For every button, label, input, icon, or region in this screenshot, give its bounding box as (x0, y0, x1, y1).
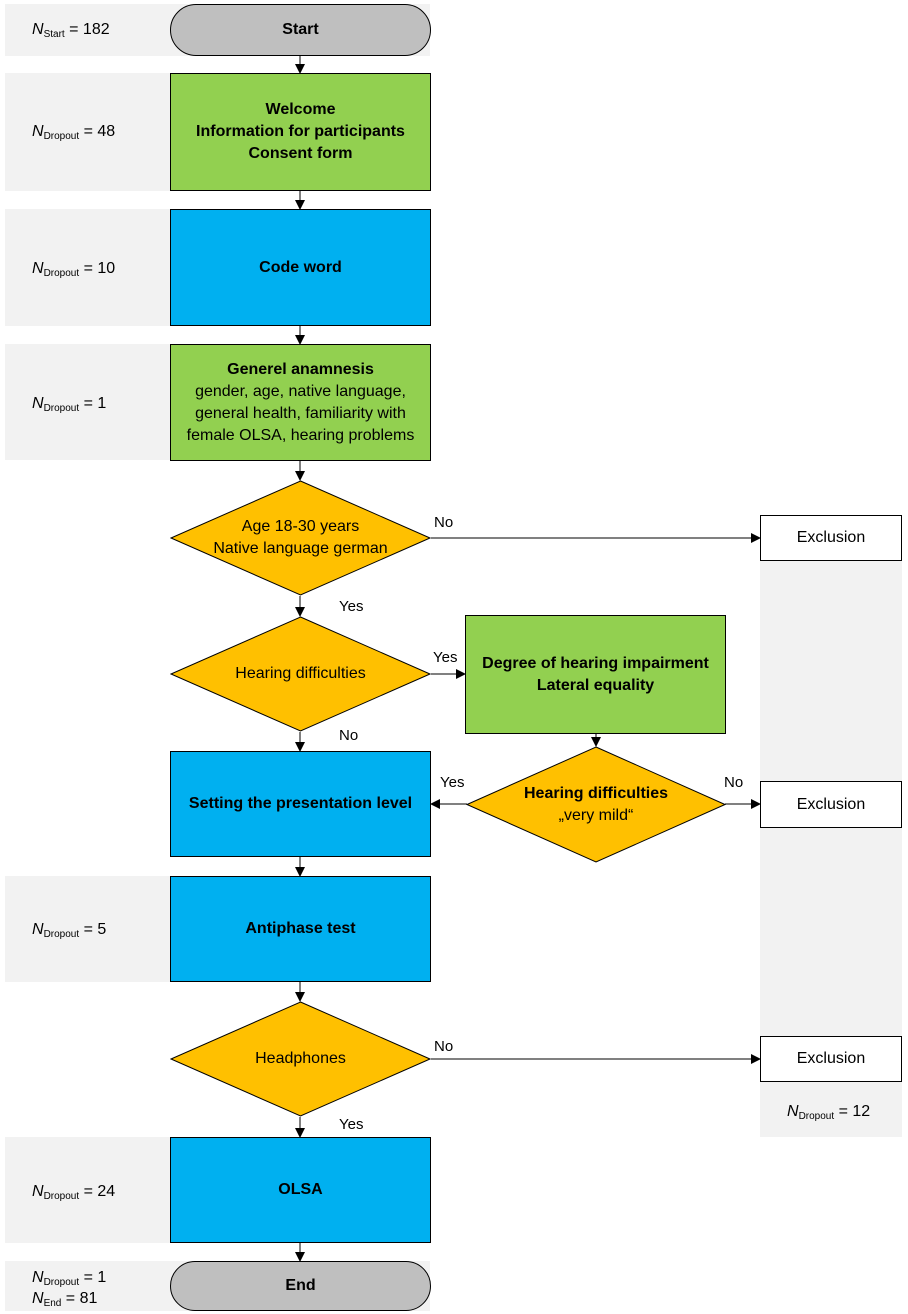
count-end-dropout: NDropout = 1 (32, 1269, 107, 1288)
count-antiphase-dropout: NDropout = 5 (32, 921, 107, 940)
start-node: Start (170, 4, 431, 56)
anamnesis-line-1: gender, age, native language, (195, 382, 406, 400)
very-mild-shape (466, 746, 726, 863)
impairment-line-2: Lateral equality (536, 676, 655, 694)
anamnesis-box: Generel anamnesis gender, age, native la… (170, 344, 431, 461)
label-yes-age: Yes (339, 598, 364, 615)
hearing-difficulties-label: Hearing difficulties (235, 665, 366, 682)
label-no-headphones: No (434, 1038, 454, 1055)
welcome-box: Welcome Information for participants Con… (170, 73, 431, 191)
label-yes-headphones: Yes (339, 1116, 364, 1133)
anamnesis-line-2: general health, familiarity with (195, 404, 406, 422)
label-yes-hearing: Yes (433, 649, 458, 666)
presentation-level-box: Setting the presentation level (170, 751, 431, 857)
exclusion-label-2: Exclusion (796, 795, 866, 813)
presentation-level-label: Setting the presentation level (188, 795, 413, 812)
olsa-box: OLSA (170, 1137, 431, 1243)
antiphase-label: Antiphase test (245, 920, 356, 937)
age-check-line-1: Age 18-30 years (241, 518, 360, 535)
welcome-line-3: Consent form (248, 145, 353, 162)
impairment-line-1: Degree of hearing impairment (482, 654, 709, 672)
age-check-line-2: Native language german (213, 540, 388, 557)
exclusion-box-2: Exclusion (760, 781, 902, 828)
headphones-label: Headphones (255, 1050, 346, 1067)
olsa-label: OLSA (278, 1181, 323, 1198)
count-end-total: NEnd = 81 (32, 1290, 98, 1309)
age-check-decision: Age 18-30 years Native language german (170, 480, 431, 596)
codeword-label: Code word (259, 258, 342, 276)
count-anamnesis-dropout: NDropout = 1 (32, 395, 107, 414)
anamnesis-line-3: female OLSA, hearing problems (186, 426, 415, 444)
end-label: End (285, 1277, 316, 1294)
very-mild-sub: „very mild“ (558, 806, 634, 824)
welcome-line-2: Information for participants (196, 123, 405, 140)
label-yes-verymild: Yes (440, 774, 465, 791)
welcome-line-1: Welcome (265, 101, 336, 118)
hearing-difficulties-shape (170, 616, 431, 732)
exclusion-box-1: Exclusion (760, 515, 902, 561)
start-label: Start (282, 21, 319, 38)
impairment-box: Degree of hearing impairment Lateral equ… (465, 615, 726, 734)
antiphase-box: Antiphase test (170, 876, 431, 982)
label-no-verymild: No (724, 774, 744, 791)
exclusion-label-1: Exclusion (796, 529, 866, 546)
count-start: NStart = 182 (32, 21, 110, 40)
exclusion-box-3: Exclusion (760, 1036, 902, 1082)
headphones-decision: Headphones (170, 1001, 431, 1117)
very-mild-decision: Hearing difficulties „very mild“ (466, 746, 726, 863)
very-mild-title: Hearing difficulties (523, 784, 669, 802)
count-welcome-dropout: NDropout = 48 (32, 123, 116, 142)
count-exclusion-dropout: NDropout = 12 (787, 1103, 871, 1122)
exclusion-label-3: Exclusion (796, 1050, 866, 1067)
anamnesis-title: Generel anamnesis (227, 360, 374, 378)
label-no-hearing: No (339, 727, 359, 744)
hearing-difficulties-decision: Hearing difficulties (170, 616, 431, 732)
age-check-shape (170, 480, 431, 596)
codeword-box: Code word (170, 209, 431, 326)
count-codeword-dropout: NDropout = 10 (32, 260, 116, 279)
end-node: End (170, 1261, 431, 1311)
label-no-age: No (434, 514, 454, 531)
count-olsa-dropout: NDropout = 24 (32, 1183, 116, 1202)
headphones-shape (170, 1001, 431, 1117)
